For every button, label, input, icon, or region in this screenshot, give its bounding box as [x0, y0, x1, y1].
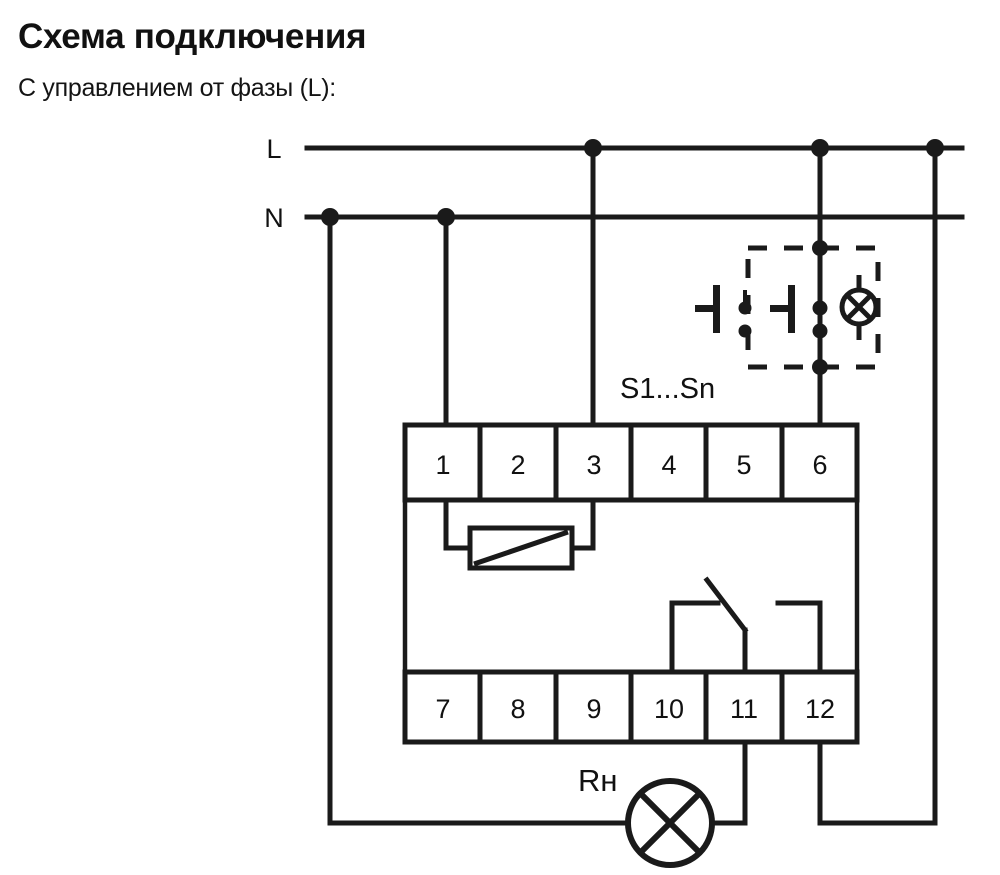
terminal-label-2: 2 [510, 450, 525, 480]
junction-dot-phase-return [926, 139, 944, 157]
switch-group-border-junctions [812, 240, 828, 375]
switch-lamp-cross-b [845, 293, 873, 321]
switch-indicator-lamp [839, 275, 879, 340]
junction-dot-phase-terminal3 [584, 139, 602, 157]
page-title: Схема подключения [18, 17, 367, 56]
push-button-2-contact-top [812, 300, 828, 316]
terminal-label-12: 12 [805, 694, 835, 724]
control-element-circuit [443, 497, 596, 551]
push-button-switch-2 [770, 285, 828, 339]
terminal-label-8: 8 [510, 694, 525, 724]
push-button-2-stem [770, 305, 790, 312]
terminal-label-5: 5 [736, 450, 751, 480]
control-element-left-wire [443, 497, 473, 551]
supply-rails [304, 145, 965, 220]
terminal-label-7: 7 [435, 694, 450, 724]
terminal-block-top: 1 2 3 4 5 6 [402, 422, 860, 503]
terminal-label-6: 6 [812, 450, 827, 480]
switch-group-label: S1...Sn [620, 373, 715, 405]
junction-dot-phase-switchbox [811, 139, 829, 157]
junction-dot-neutral-terminal1 [437, 208, 455, 226]
control-element-right-wire [569, 497, 596, 551]
load-lamp-symbol [625, 778, 715, 868]
relay-no-contact-wire [775, 600, 823, 675]
push-button-2-bar [788, 285, 795, 333]
terminal-label-9: 9 [586, 694, 601, 724]
terminal-block-bottom: 7 8 9 10 11 12 [402, 669, 860, 745]
push-button-1-bar [713, 285, 720, 333]
phase-return-wire [817, 739, 938, 826]
terminal-label-3: 3 [586, 450, 601, 480]
control-element-symbol [467, 525, 575, 571]
junction-dot-switchbox-top [812, 240, 828, 256]
page-subtitle: С управлением от фазы (L): [18, 74, 336, 102]
relay-nc-contact-wire [669, 600, 721, 675]
load-label: Rн [578, 763, 618, 798]
terminal-label-4: 4 [661, 450, 676, 480]
push-button-1-stem [695, 305, 715, 312]
junction-dot-switchbox-bottom [812, 359, 828, 375]
phase-rail-label: L [266, 134, 281, 164]
rail-drop-wires [327, 145, 938, 826]
push-button-1-contact-bottom [738, 324, 752, 338]
control-element-diagonal [473, 529, 569, 567]
load-circuit-wires [327, 739, 938, 826]
load-lamp-cross-b [637, 790, 703, 856]
push-button-switch-1 [695, 285, 752, 338]
neutral-rail-label: N [264, 203, 284, 233]
relay-movable-blade [703, 576, 749, 634]
terminal-label-10: 10 [654, 694, 684, 724]
load-feed-wire [709, 739, 748, 826]
relay-contact-circuit [669, 576, 823, 675]
rail-junction-dots [321, 139, 944, 226]
terminal-label-1: 1 [435, 450, 450, 480]
switch-group [695, 240, 881, 375]
terminal-label-11: 11 [730, 694, 758, 724]
push-button-2-contact-bottom [812, 323, 828, 339]
junction-dot-neutral-left [321, 208, 339, 226]
